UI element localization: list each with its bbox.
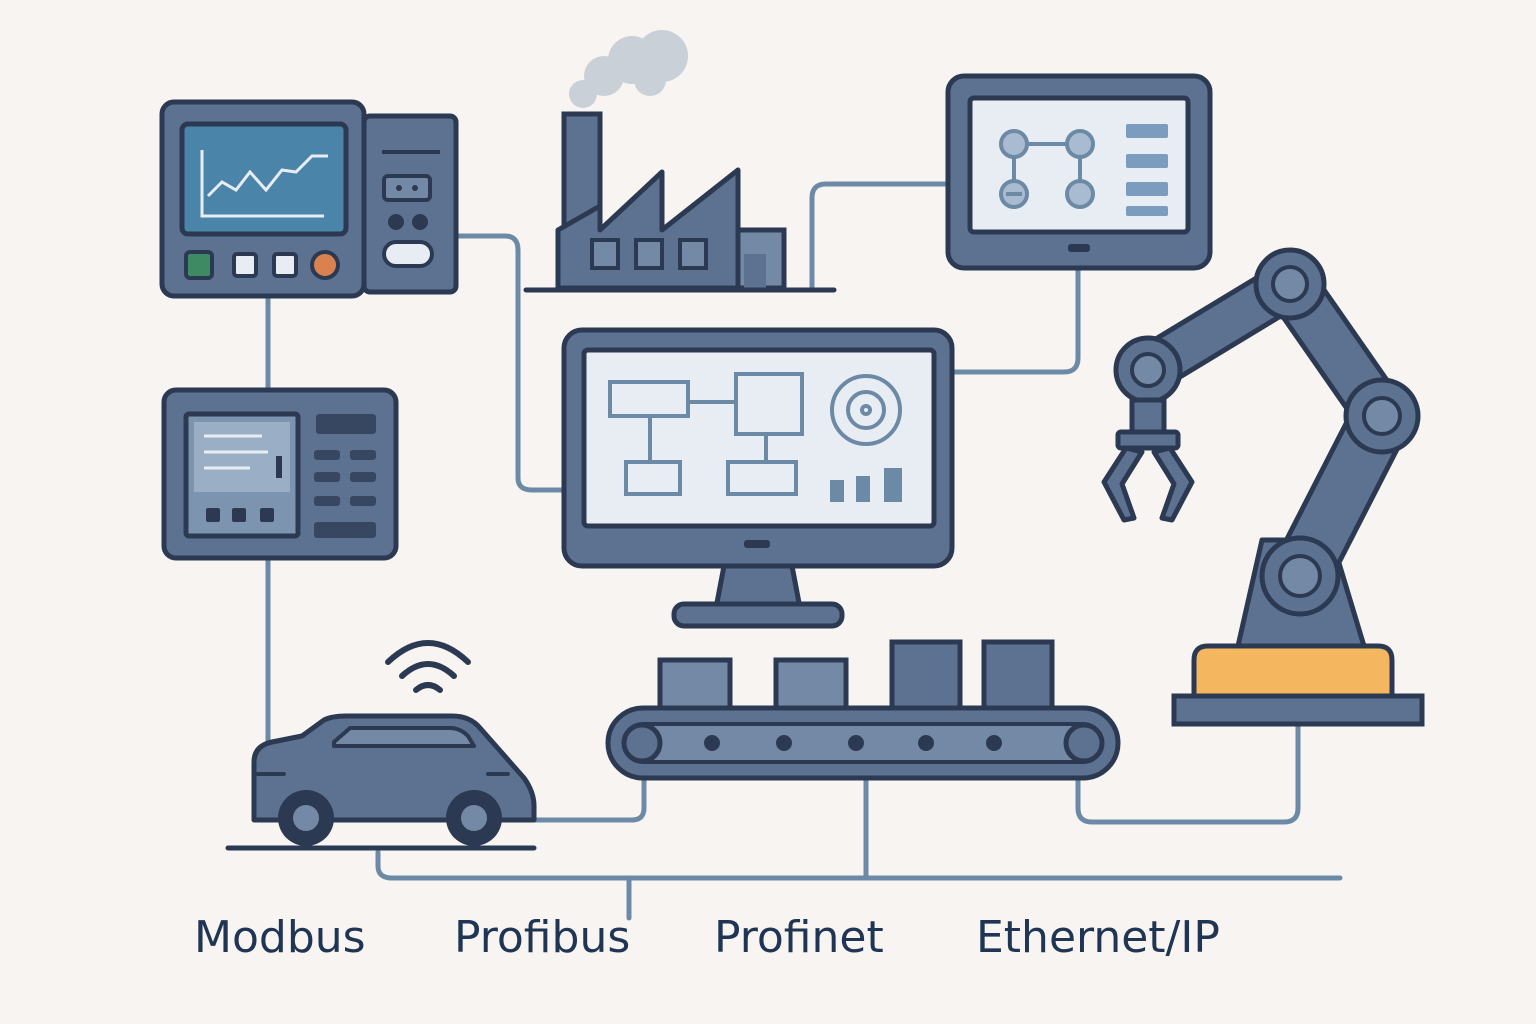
conveyor-belt-icon: [605, 639, 1121, 781]
hmi-control-panel-icon: [159, 99, 459, 299]
tablet-network-icon: [945, 73, 1213, 271]
autonomous-vehicle-icon: [225, 640, 537, 851]
protocol-label-profibus: Profibus: [454, 912, 631, 963]
connector-hmi-to-scada: [455, 233, 571, 493]
connector-tablet-to-scada: [949, 265, 1081, 375]
connector-vehicle-to-conveyor: [529, 775, 647, 823]
scada-monitor-icon: [561, 327, 955, 629]
robotic-arm-icon: [1101, 247, 1425, 727]
wifi-icon: [385, 640, 471, 693]
protocol-label-ethernet-ip: Ethernet/IP: [976, 912, 1220, 963]
connector-conveyor-to-robot: [1075, 723, 1301, 825]
connector-factory-to-tablet: [809, 181, 951, 291]
plc-controller-icon: [161, 387, 399, 561]
network-connectors: [265, 181, 1343, 921]
fieldbus-backbone: [375, 849, 1343, 881]
factory-icon: [523, 30, 837, 293]
smoke-icon: [569, 30, 688, 108]
protocol-label-modbus: Modbus: [194, 912, 366, 963]
protocol-label-profinet: Profinet: [714, 912, 884, 963]
